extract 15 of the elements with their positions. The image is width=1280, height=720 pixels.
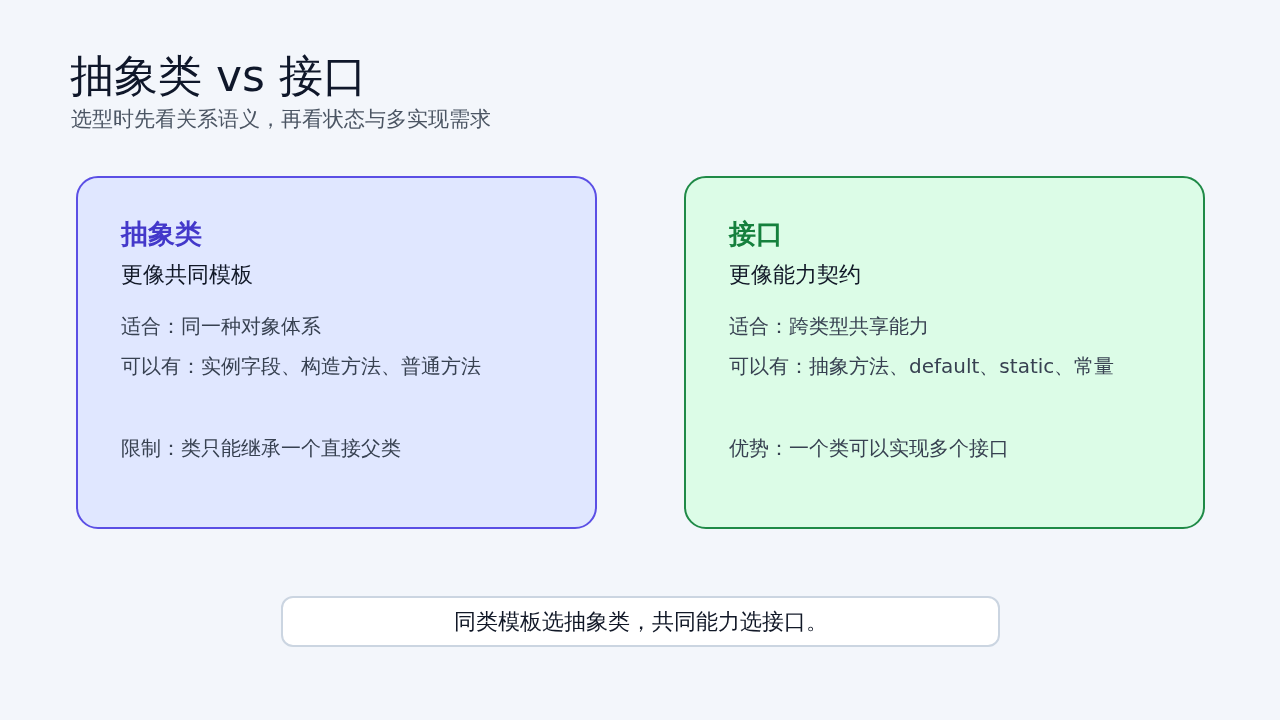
info-card [76, 176, 597, 529]
card-subtitle: 更像能力契约 [729, 261, 861, 289]
card-text: 限制：类只能继承一个直接父类 [121, 435, 401, 462]
card-heading: 接口 [729, 217, 783, 251]
card-text: 可以有：实例字段、构造方法、普通方法 [121, 353, 481, 380]
slide-title: 抽象类 vs 接口 [70, 49, 367, 103]
slide-subtitle: 选型时先看关系语义，再看状态与多实现需求 [71, 106, 491, 133]
card-text: 适合：同一种对象体系 [121, 313, 321, 340]
summary-note: 同类模板选抽象类，共同能力选接口。 [281, 596, 1000, 647]
info-card [684, 176, 1205, 529]
card-text: 可以有：抽象方法、default、static、常量 [729, 353, 1115, 380]
card-heading: 抽象类 [121, 217, 202, 251]
card-text: 优势：一个类可以实现多个接口 [729, 435, 1009, 462]
card-text: 适合：跨类型共享能力 [729, 313, 929, 340]
card-subtitle: 更像共同模板 [121, 261, 253, 289]
